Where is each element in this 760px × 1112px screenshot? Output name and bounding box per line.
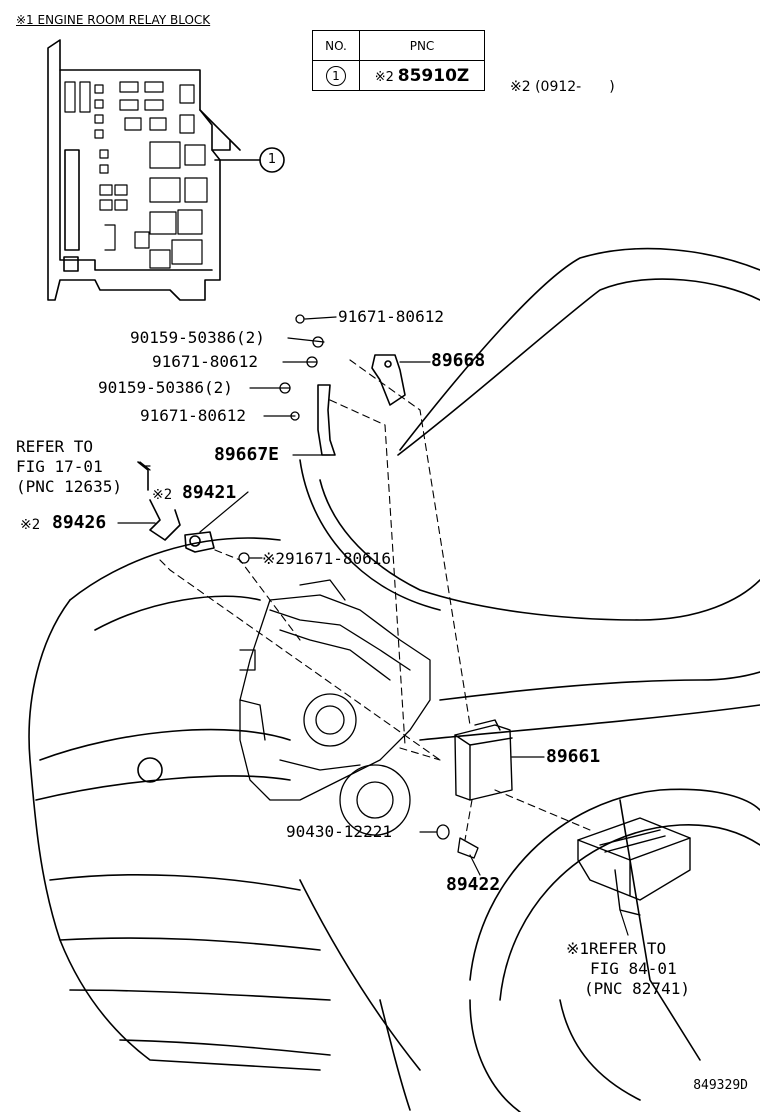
engine-assembly: [239, 579, 431, 836]
label-89426: 89426: [52, 512, 107, 533]
label-89668: 89668: [431, 350, 486, 371]
label-91671-80612-low: 91671-80612: [140, 406, 246, 425]
vehicle-body: [28, 537, 760, 1112]
junction-block: [577, 817, 691, 916]
refer-17-line2: FIG 17-01: [16, 457, 103, 476]
ecu-module: [454, 719, 513, 801]
label-89421: 89421: [182, 482, 237, 503]
label-91671-80612-mid: 91671-80612: [152, 352, 258, 371]
note-2: ※2 (0912- ): [510, 79, 615, 95]
label-89661: 89661: [546, 746, 601, 767]
row-no: 1: [326, 65, 346, 86]
label-90159-50386-a: 90159-50386(2): [130, 328, 265, 347]
refer-84-line2: FIG 84-01: [590, 959, 677, 978]
label-89667e: 89667E: [214, 444, 280, 465]
callout-circle-1: [259, 147, 285, 173]
label-90159-50386-b: 90159-50386(2): [98, 378, 233, 397]
refer-84-line1: ※1REFER TO: [566, 939, 667, 958]
col-pnc-header: PNC: [359, 30, 485, 61]
callout-number: 1: [267, 152, 277, 167]
bracket-89667e: [317, 384, 336, 456]
label-91671-80616: ※291671-80616: [262, 549, 391, 568]
fasteners: [139, 314, 479, 859]
refer-84-line3: (PNC 82741): [584, 979, 690, 998]
pnc-table: NO. PNC 1 ※2 85910Z: [312, 30, 485, 91]
leader-lines: [117, 316, 629, 936]
hood-outline: [299, 247, 760, 621]
col-no-header: NO.: [312, 30, 360, 61]
label-89426-mark: ※2: [20, 517, 41, 533]
label-89421-mark: ※2: [152, 487, 173, 503]
dashed-guides: [159, 359, 591, 841]
sensor-89421: [184, 531, 215, 553]
row-mark: ※2: [374, 69, 394, 85]
refer-17-line1: REFER TO: [16, 437, 94, 456]
label-91671-80612-top: 91671-80612: [338, 307, 444, 326]
row-pnc: 85910Z: [397, 65, 470, 86]
drawing-number: 849329D: [693, 1078, 748, 1093]
label-89422: 89422: [446, 874, 501, 895]
bracket-89668: [371, 354, 406, 406]
engine-room-relay-block: [47, 39, 261, 301]
refer-17-line3: (PNC 12635): [16, 477, 122, 496]
label-90430-12221: 90430-12221: [286, 822, 392, 841]
relay-block-title: ※1 ENGINE ROOM RELAY BLOCK: [16, 13, 211, 27]
bracket-89426: [137, 461, 181, 541]
